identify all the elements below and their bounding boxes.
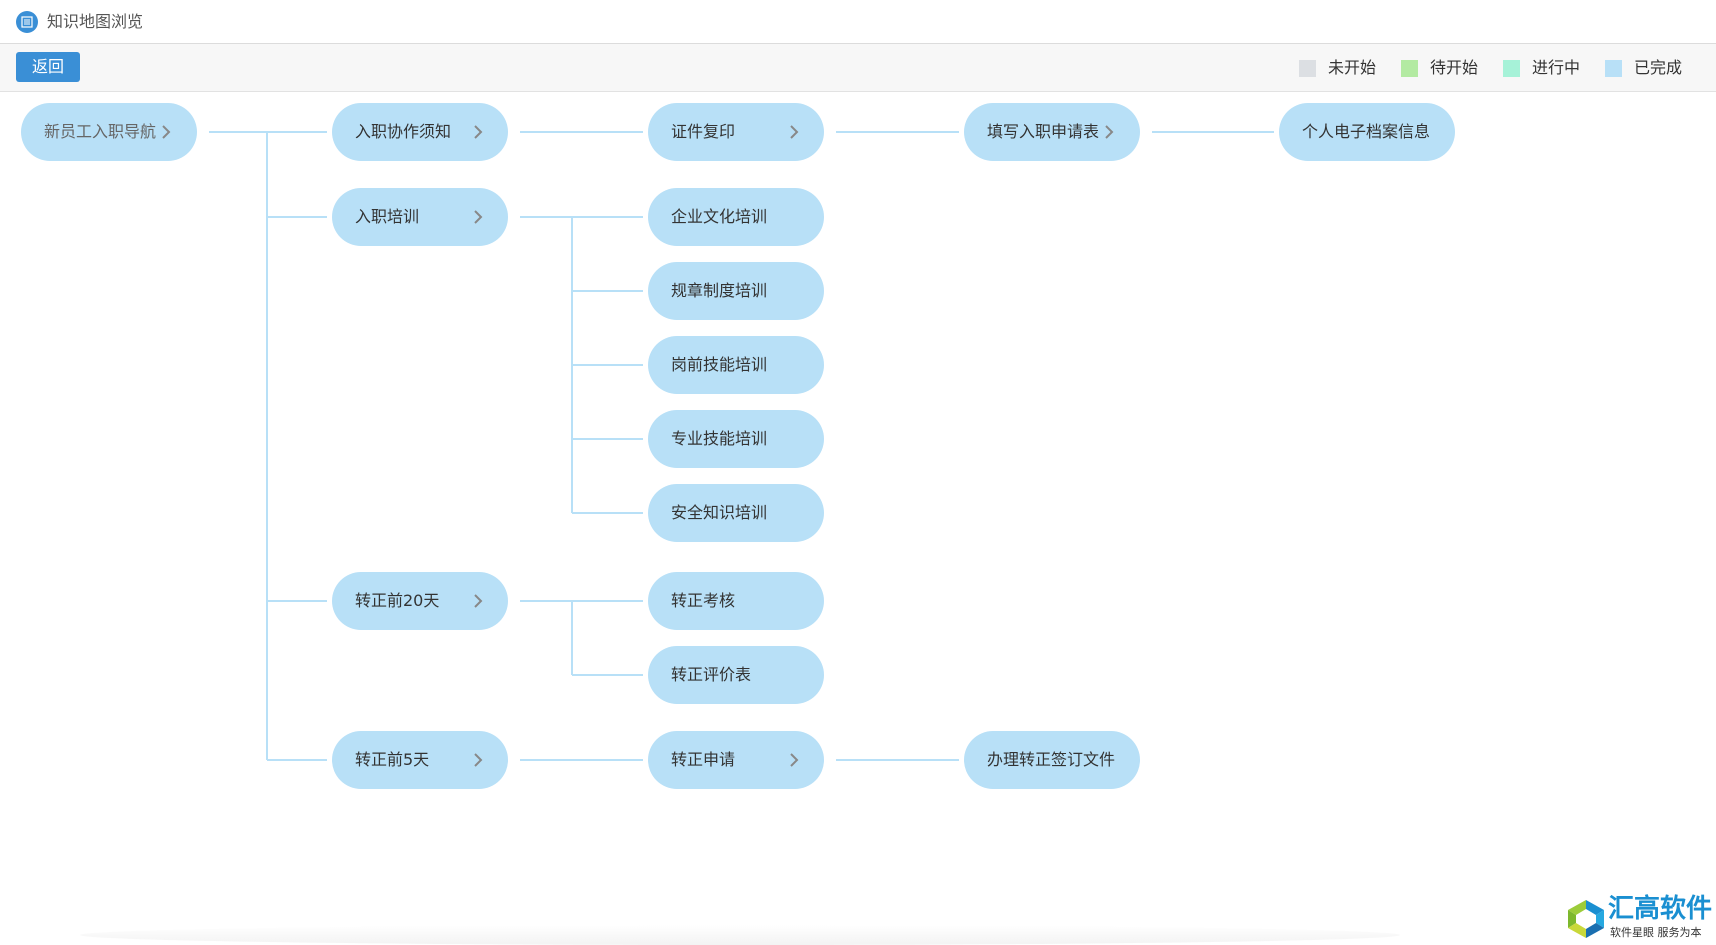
- map-node-label: 办理转正签订文件: [987, 750, 1116, 769]
- legend-label: 未开始: [1328, 58, 1377, 77]
- map-node-label: 填写入职申请表: [987, 122, 1100, 141]
- legend-item-in-progress: 进行中: [1503, 58, 1580, 78]
- map-node[interactable]: 岗前技能培训: [648, 336, 824, 394]
- map-node[interactable]: 转正前20天: [332, 572, 508, 630]
- chevron-right-icon[interactable]: [473, 751, 483, 769]
- map-node[interactable]: 个人电子档案信息: [1279, 103, 1455, 161]
- map-node[interactable]: 填写入职申请表: [964, 103, 1140, 161]
- back-button[interactable]: 返回: [16, 52, 80, 82]
- chevron-right-icon[interactable]: [473, 592, 483, 610]
- map-node[interactable]: 安全知识培训: [648, 484, 824, 542]
- map-node-label: 岗前技能培训: [671, 355, 768, 374]
- legend-label: 进行中: [1532, 58, 1581, 77]
- brand-logo-icon: [1568, 900, 1604, 938]
- legend-swatch: [1605, 59, 1622, 77]
- legend-item-not-started: 未开始: [1299, 58, 1376, 78]
- map-node-label: 安全知识培训: [671, 503, 768, 522]
- map-node-label: 个人电子档案信息: [1302, 122, 1431, 141]
- map-list-icon: [16, 11, 38, 33]
- map-node[interactable]: 入职培训: [332, 188, 508, 246]
- brand-watermark: 汇高软件 软件星眼 服务为本: [1562, 892, 1716, 945]
- map-node-label: 转正评价表: [671, 665, 752, 684]
- legend-item-completed: 已完成: [1605, 58, 1682, 78]
- chevron-right-icon[interactable]: [473, 208, 483, 226]
- map-node-label: 转正前5天: [355, 750, 430, 769]
- legend-swatch: [1401, 59, 1418, 77]
- page-title: 知识地图浏览: [47, 12, 144, 31]
- map-node-label: 入职培训: [355, 207, 420, 226]
- legend-swatch: [1299, 59, 1316, 77]
- bottom-shadow: [80, 925, 1400, 945]
- map-node-label: 企业文化培训: [671, 207, 768, 226]
- legend-swatch: [1503, 59, 1520, 77]
- map-node[interactable]: 办理转正签订文件: [964, 731, 1140, 789]
- map-node-label: 规章制度培训: [671, 281, 768, 300]
- toolbar: 返回 未开始 待开始 进行中 已完成: [0, 44, 1716, 92]
- map-node[interactable]: 新员工入职导航: [21, 103, 197, 161]
- chevron-right-icon[interactable]: [789, 123, 799, 141]
- legend-item-pending: 待开始: [1401, 58, 1478, 78]
- map-node[interactable]: 转正前5天: [332, 731, 508, 789]
- map-node-label: 转正前20天: [355, 591, 440, 610]
- map-node[interactable]: 入职协作须知: [332, 103, 508, 161]
- map-node[interactable]: 证件复印: [648, 103, 824, 161]
- chevron-right-icon[interactable]: [161, 123, 171, 141]
- map-node-label: 新员工入职导航: [44, 122, 157, 141]
- chevron-right-icon[interactable]: [473, 123, 483, 141]
- brand-slogan: 软件星眼 服务为本: [1610, 926, 1702, 939]
- map-node-label: 转正考核: [671, 591, 736, 610]
- chevron-right-icon[interactable]: [1104, 123, 1114, 141]
- map-node[interactable]: 企业文化培训: [648, 188, 824, 246]
- map-node[interactable]: 转正考核: [648, 572, 824, 630]
- brand-name: 汇高软件: [1608, 894, 1713, 924]
- map-node-label: 转正申请: [671, 750, 736, 769]
- map-node-label: 专业技能培训: [671, 429, 768, 448]
- chevron-right-icon[interactable]: [789, 751, 799, 769]
- map-node[interactable]: 转正评价表: [648, 646, 824, 704]
- map-node[interactable]: 转正申请: [648, 731, 824, 789]
- legend-label: 待开始: [1430, 58, 1479, 77]
- title-bar: 知识地图浏览: [0, 0, 1716, 44]
- map-node[interactable]: 专业技能培训: [648, 410, 824, 468]
- map-node[interactable]: 规章制度培训: [648, 262, 824, 320]
- legend-label: 已完成: [1634, 58, 1683, 77]
- map-node-label: 证件复印: [671, 122, 736, 141]
- tree-links: [209, 131, 1274, 761]
- map-node-label: 入职协作须知: [355, 122, 452, 141]
- knowledge-map: 个人电子档案信息 填写入职申请表 证件复印 入职协作须知企业文化培训规章制度培训岗前技…: [0, 92, 1716, 945]
